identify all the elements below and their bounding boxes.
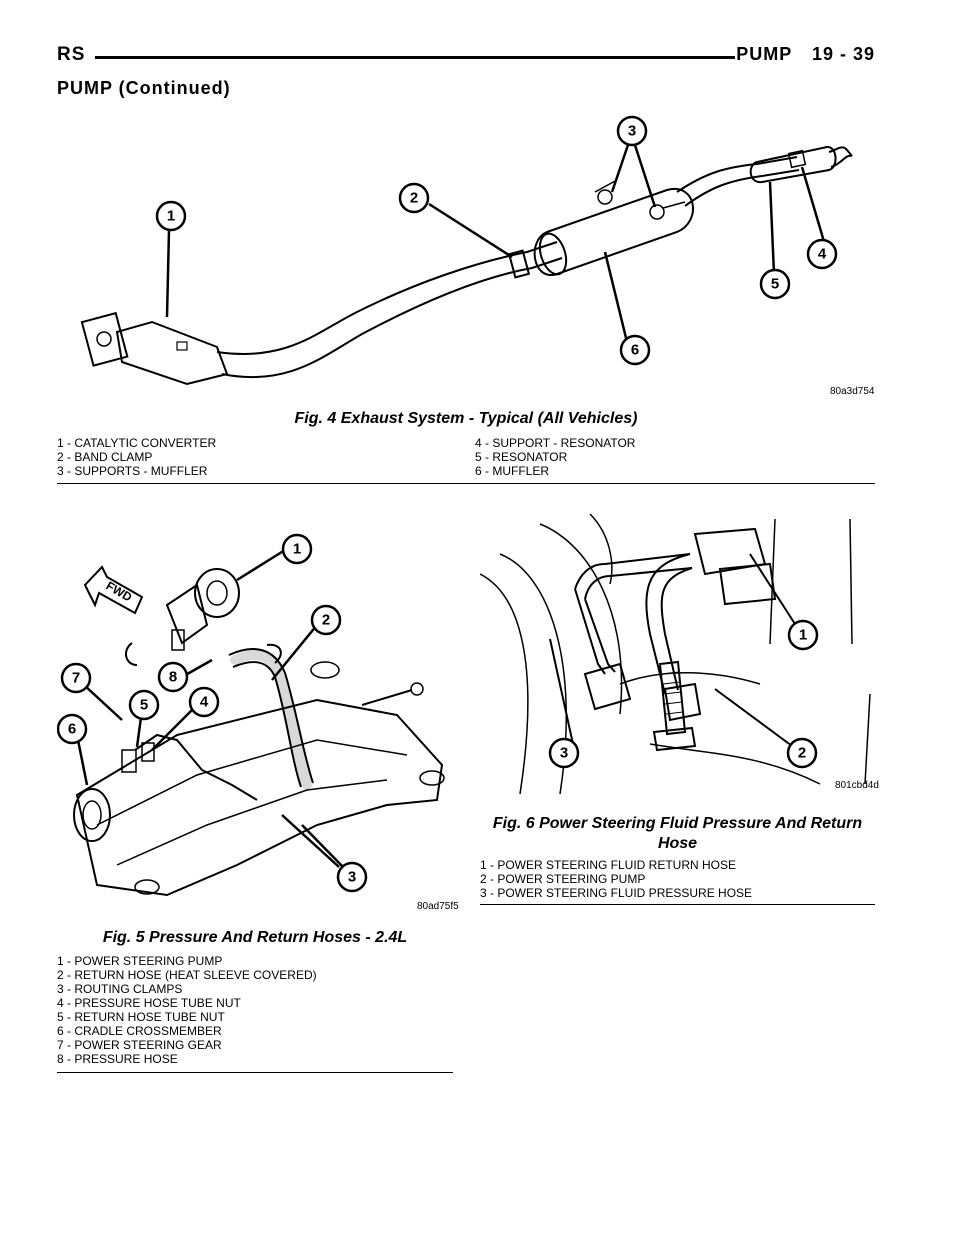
legend-item: 1 - POWER STEERING FLUID RETURN HOSE [480, 858, 737, 872]
legend-item: 1 - CATALYTIC CONVERTER [57, 436, 217, 450]
figure-code: 80ad75f5 [417, 901, 459, 912]
svg-text:3: 3 [348, 869, 356, 886]
fwd-arrow-icon: FWD [83, 565, 144, 615]
callout-3: 3 [336, 861, 368, 893]
svg-text:6: 6 [631, 342, 639, 359]
svg-text:5: 5 [140, 697, 148, 714]
legend-item: 2 - RETURN HOSE (HEAT SLEEVE COVERED) [57, 968, 317, 982]
svg-text:3: 3 [628, 123, 636, 140]
figure-rule [57, 483, 875, 484]
figure-rule [57, 1072, 453, 1073]
legend-item: 5 - RESONATOR [475, 450, 568, 464]
callout-1: 1 [281, 533, 313, 565]
svg-text:2: 2 [410, 190, 418, 207]
callout-7: 7 [60, 662, 92, 694]
legend-item: 3 - POWER STEERING FLUID PRESSURE HOSE [480, 886, 753, 900]
svg-text:2: 2 [322, 612, 330, 629]
figure-caption: Fig. 6 Power Steering Fluid Pressure And… [492, 815, 863, 852]
svg-text:1: 1 [293, 541, 301, 558]
legend-item: 1 - POWER STEERING PUMP [57, 954, 223, 968]
callout-1: 1 [787, 619, 819, 651]
callout-2: 2 [310, 604, 342, 636]
svg-text:4: 4 [818, 246, 827, 263]
svg-text:5: 5 [771, 276, 779, 293]
svg-text:6: 6 [68, 721, 76, 738]
figure-caption: Fig. 4 Exhaust System - Typical (All Veh… [294, 410, 638, 427]
callout-3: 3 [616, 115, 648, 147]
callout-2: 2 [786, 737, 818, 769]
figure-rule [480, 904, 875, 905]
legend-item: 6 - MUFFLER [475, 464, 550, 478]
callout-4: 4 [188, 686, 220, 718]
callout-2: 2 [398, 182, 430, 214]
callout-3: 3 [548, 737, 580, 769]
callout-8: 8 [157, 661, 189, 693]
section-code: RS [57, 44, 86, 65]
legend-item: 3 - SUPPORTS - MUFFLER [57, 464, 208, 478]
callout-4: 4 [806, 238, 838, 270]
legend-item: 4 - PRESSURE HOSE TUBE NUT [57, 996, 241, 1010]
figure-pressure-return-hoses: FWD [57, 525, 459, 1075]
figure-caption: Fig. 5 Pressure And Return Hoses - 2.4L [102, 929, 408, 946]
exhaust-system-illustration: 1 2 3 4 5 6 [80, 115, 853, 386]
header-right: PUMP 19 - 39 [722, 44, 875, 65]
page-number: 19 - 39 [811, 44, 875, 64]
figure-exhaust-system: 1 2 3 4 5 6 80a3d754 Fig. 4 Exhaust Syst… [57, 112, 875, 484]
svg-text:4: 4 [200, 694, 209, 711]
legend-item: 7 - POWER STEERING GEAR [57, 1038, 222, 1052]
legend-left: 1 - CATALYTIC CONVERTER 2 - BAND CLAMP 3… [57, 436, 216, 478]
svg-text:7: 7 [72, 670, 80, 687]
callout-6: 6 [619, 334, 651, 366]
legend-item: 8 - PRESSURE HOSE [57, 1052, 178, 1066]
legend: 1 - POWER STEERING PUMP 2 - RETURN HOSE … [57, 954, 317, 1066]
callout-5: 5 [759, 268, 791, 300]
page-header: RS PUMP 19 - 39 [57, 44, 875, 70]
section-title: PUMP [736, 44, 792, 64]
svg-text:1: 1 [799, 627, 807, 644]
figure-power-steering-hose: 1 2 3 801cbd4d Fig. 6 Power Steering Flu… [480, 514, 879, 906]
legend-item: 3 - ROUTING CLAMPS [57, 982, 183, 996]
legend-right: 4 - SUPPORT - RESONATOR 5 - RESONATOR 6 … [475, 436, 635, 478]
legend-item: 2 - BAND CLAMP [57, 450, 153, 464]
svg-text:3: 3 [560, 745, 568, 762]
legend-item: 5 - RETURN HOSE TUBE NUT [57, 1010, 225, 1024]
legend-item: 2 - POWER STEERING PUMP [480, 872, 646, 886]
continued-heading: PUMP (Continued) [57, 78, 231, 98]
figure-code: 80a3d754 [830, 386, 875, 397]
svg-text:1: 1 [167, 208, 175, 225]
svg-text:2: 2 [798, 745, 806, 762]
hoses-2-4l-illustration: FWD [57, 533, 445, 897]
legend-item: 6 - CRADLE CROSSMEMBER [57, 1024, 222, 1038]
legend-item: 4 - SUPPORT - RESONATOR [475, 436, 636, 450]
callout-1: 1 [155, 200, 187, 232]
header-rule [95, 56, 735, 59]
callout-5: 5 [128, 689, 160, 721]
svg-text:8: 8 [169, 669, 177, 686]
callout-6: 6 [57, 713, 88, 745]
figure-code: 801cbd4d [835, 780, 879, 791]
legend: 1 - POWER STEERING FLUID RETURN HOSE 2 -… [480, 858, 752, 900]
power-steering-hose-illustration: 1 2 3 [480, 514, 871, 795]
